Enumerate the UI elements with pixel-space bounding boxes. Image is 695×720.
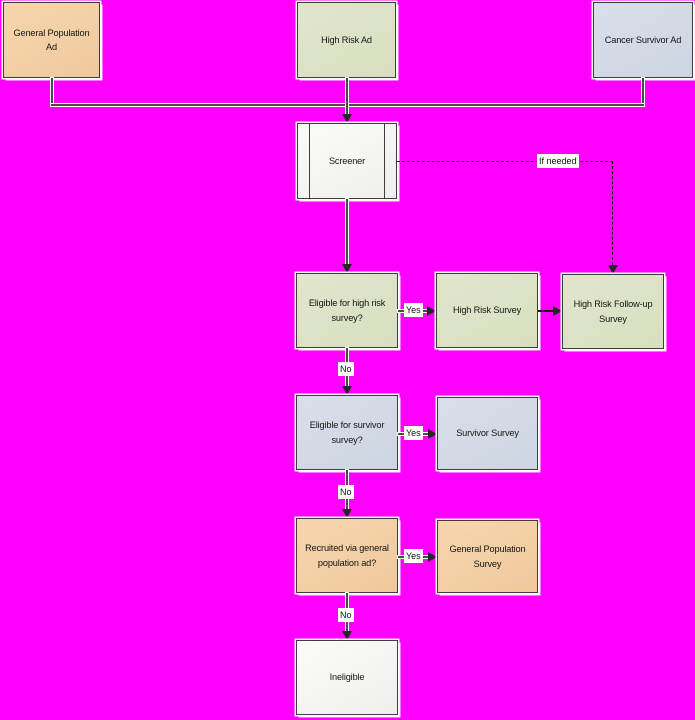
node-label: High Risk Ad <box>321 34 372 45</box>
connector-screener-down <box>346 199 348 265</box>
node-survivor-survey: Survivor Survey <box>437 397 538 470</box>
arrowhead-into-ineligible <box>342 631 352 640</box>
edge-label-if-needed: If needed <box>537 154 579 168</box>
edge-label-yes-survivor: Yes <box>404 426 423 440</box>
node-label: Recruited via general population ad? <box>305 543 389 568</box>
predefined-process-left-line <box>309 124 310 198</box>
dashed-connector-if-needed-horizontal <box>397 161 613 162</box>
node-recruited-general-population: Recruited via general population ad? <box>296 518 398 593</box>
node-label: Eligible for high risk survey? <box>308 298 386 323</box>
node-label: High Risk Survey <box>452 305 522 316</box>
connector-genpop-ad-down <box>51 78 53 105</box>
node-label: Eligible for survivor survey? <box>309 420 385 445</box>
node-label: Ineligible <box>329 672 365 683</box>
node-screener: Screener <box>297 123 397 199</box>
node-label: High Risk Follow-up Survey <box>573 299 653 324</box>
arrowhead-into-survivor-survey <box>428 429 437 439</box>
connector-survivor-ad-down <box>642 78 644 105</box>
arrowhead-into-recruited <box>342 509 352 518</box>
node-label: Screener <box>328 155 366 166</box>
arrowhead-into-screener <box>342 114 352 123</box>
node-high-risk-survey: High Risk Survey <box>436 273 538 348</box>
edge-label-no-high-risk: No <box>338 362 354 376</box>
node-eligible-high-risk: Eligible for high risk survey? <box>296 273 398 348</box>
edge-label-yes-high-risk: Yes <box>404 303 423 317</box>
node-ineligible: Ineligible <box>296 640 398 715</box>
edge-label-no-general-population: No <box>338 608 354 622</box>
edge-label-yes-general-population: Yes <box>404 549 423 563</box>
node-label: General Population Survey <box>449 544 526 569</box>
node-cancer-survivor-ad: Cancer Survivor Ad <box>593 2 693 78</box>
node-general-population-ad: General Population Ad <box>3 2 100 78</box>
arrowhead-into-eligible-survivor <box>342 386 352 395</box>
node-general-population-survey: General Population Survey <box>437 520 538 593</box>
node-high-risk-ad: High Risk Ad <box>297 2 396 78</box>
connector-survey-to-followup <box>538 310 554 312</box>
dashed-connector-if-needed-vertical <box>612 161 613 265</box>
node-label: General Population Ad <box>13 27 90 52</box>
node-label: Survivor Survey <box>456 428 519 439</box>
arrowhead-into-general-population-survey <box>428 552 437 562</box>
arrowhead-into-high-risk-survey <box>427 306 436 316</box>
arrowhead-survey-to-followup <box>553 306 562 316</box>
connector-highrisk-ad-down <box>346 78 348 115</box>
connector-merge-horizontal <box>51 104 644 106</box>
node-eligible-survivor: Eligible for survivor survey? <box>296 395 398 470</box>
edge-label-no-survivor: No <box>338 485 354 499</box>
arrowhead-into-eligible-high-risk <box>342 264 352 273</box>
node-high-risk-followup-survey: High Risk Follow-up Survey <box>562 274 664 349</box>
predefined-process-right-line <box>384 124 385 198</box>
arrowhead-into-followup-survey <box>608 265 618 274</box>
node-label: Cancer Survivor Ad <box>604 34 682 45</box>
